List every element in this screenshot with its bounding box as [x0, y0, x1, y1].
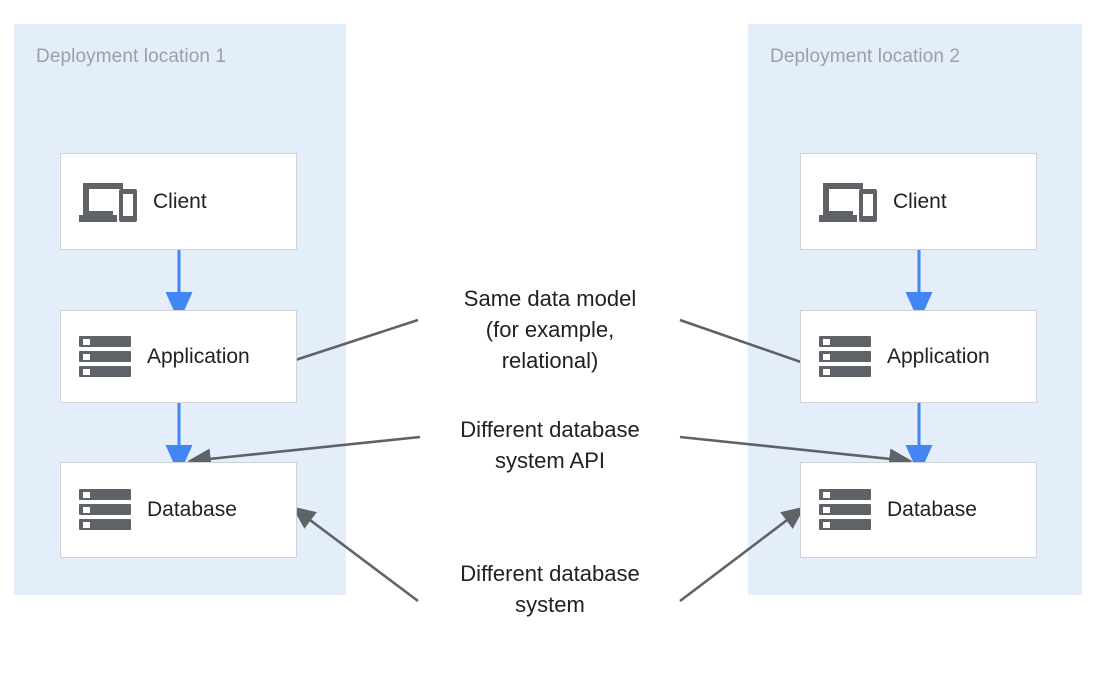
node-label: Database: [147, 498, 237, 521]
server-stack-icon: [79, 489, 131, 530]
annotation-different-database-system: Different database system: [400, 558, 700, 620]
server-stack-icon: [819, 489, 871, 530]
node-label: Application: [887, 344, 990, 368]
node-label: Client: [893, 189, 947, 213]
annotation-different-database-system-api: Different database system API: [400, 414, 700, 476]
deployment-location-1-label: Deployment location 1: [36, 46, 227, 67]
node-label: Client: [153, 189, 207, 213]
server-stack-icon: [819, 335, 871, 377]
annotation-line: (for example,: [485, 317, 615, 342]
node-database-2[interactable]: Database: [800, 462, 1037, 558]
node-client-1[interactable]: Client: [60, 153, 297, 250]
annotation-line: system API: [494, 448, 606, 473]
node-label: Database: [887, 498, 977, 521]
annotation-line: system: [515, 592, 585, 617]
server-stack-icon: [79, 335, 131, 377]
node-application-2[interactable]: Application: [800, 310, 1037, 403]
deployment-location-2-label: Deployment location 2: [770, 46, 961, 67]
annotation-line: Different database: [460, 417, 640, 442]
node-application-1[interactable]: Application: [60, 310, 297, 403]
annotation-line: Same data model: [463, 286, 637, 311]
node-client-2[interactable]: Client: [800, 153, 1037, 250]
node-database-1[interactable]: Database: [60, 462, 297, 558]
annotation-line: Different database: [460, 561, 640, 586]
annotation-same-data-model: Same data model (for example, relational…: [400, 283, 700, 376]
annotation-line: relational): [501, 348, 599, 373]
devices-icon: [79, 182, 137, 222]
devices-icon: [819, 182, 877, 222]
node-label: Application: [147, 344, 250, 368]
